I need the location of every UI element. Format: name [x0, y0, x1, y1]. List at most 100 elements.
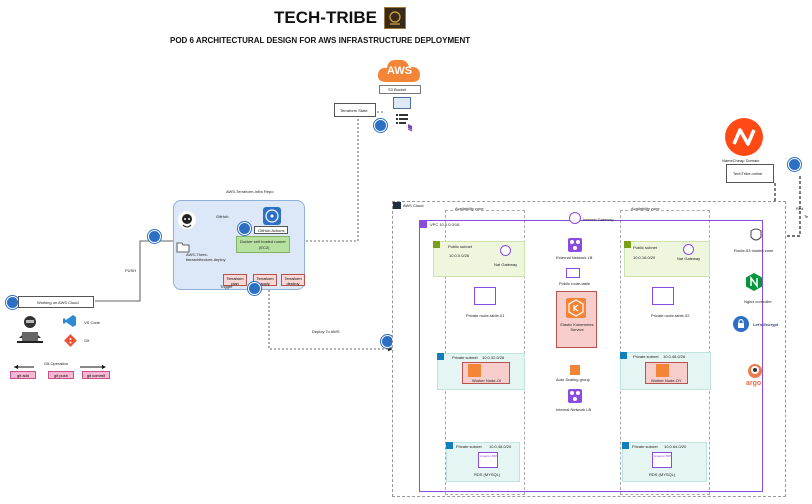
left-private-subnet-label: Private subnet — [452, 355, 478, 360]
auto-scaling-icon — [570, 365, 580, 375]
nginx-label: Nginx controller — [744, 299, 772, 304]
right-rds-icon: Amazon RDS — [652, 452, 672, 468]
internet-gateway-icon — [569, 212, 581, 224]
side-text-2: Te — [804, 214, 809, 219]
right-private-subnet-label: Private subnet — [633, 354, 659, 359]
right-worker-node-label: Worker Node-OY — [651, 378, 682, 383]
right-nat-gateway-icon — [683, 244, 694, 255]
left-rds-icon: Amazon RDS — [478, 452, 498, 468]
vscode-icon — [63, 314, 77, 328]
tech-tribe-logo — [384, 7, 406, 29]
right-private-rt-label: Private route-table-02 — [651, 313, 690, 318]
letsencrypt-label: Let's Encrypt — [753, 322, 779, 327]
step-badge-repo — [148, 230, 161, 243]
left-db-subnet-badge — [446, 442, 453, 449]
deploy-label: Deploy To AWS — [312, 329, 340, 334]
left-db-cidr: 10.0.48.0/20 — [489, 444, 512, 449]
developer-avatar-icon — [14, 314, 46, 344]
right-db-subnet-label: Private subnet — [632, 444, 658, 449]
left-db-subnet-label: Private subnet — [456, 444, 482, 449]
terraform-plan-box: Terraform plan — [223, 274, 247, 286]
left-public-subnet-label: Public subnet — [448, 244, 473, 249]
left-private-rt-label: Private route-table-01 — [466, 313, 505, 318]
route53-icon — [748, 227, 764, 243]
internet-gateway-label: Internet Gateway — [583, 217, 614, 222]
github-actions-box: GitHub Actions — [254, 226, 288, 234]
page-title: TECH-TRIBE — [274, 8, 377, 27]
left-private-rt-icon — [474, 287, 496, 305]
domain-box: TechTribe.online — [726, 164, 774, 183]
terraform-state-box: Terraform State — [334, 103, 376, 117]
step-badge-domain — [788, 158, 801, 171]
letsencrypt-icon — [732, 315, 750, 333]
az-left-label: Availability zone — [455, 206, 484, 211]
left-worker-node-label: Worker Node-Ol — [472, 378, 501, 383]
step-badge-terraform — [248, 282, 261, 295]
right-private-cidr: 10.0.48.0/26 — [663, 354, 686, 359]
dev-title-box: Working on AWS Cloud — [18, 296, 94, 308]
step-badge-runner — [238, 222, 251, 235]
external-lb-label: External Network LB — [556, 255, 593, 260]
eks-icon — [566, 298, 586, 318]
vpc-label: VPC 10.0.0.0/16 — [430, 222, 460, 227]
aws-cloud-badge — [393, 202, 401, 209]
git-add-button[interactable]: git add — [10, 371, 36, 379]
github-label: GitHub — [216, 214, 229, 219]
left-public-cidr: 10.0.0.0/26 — [449, 253, 470, 258]
push-line — [95, 238, 181, 302]
public-route-table-icon — [566, 268, 580, 278]
repo-title: AWS-Terraform-Infra Repo — [226, 189, 274, 194]
step-badge-top — [374, 119, 387, 132]
terraform-destroy-box: Terraform destroy — [281, 274, 305, 286]
namecheap-icon — [724, 117, 764, 157]
folder-icon — [176, 240, 190, 253]
left-rds-label: RDS (MYSQL) — [474, 472, 501, 477]
s3-monitor-icon — [393, 97, 411, 109]
github-octocat-icon — [177, 210, 197, 230]
nginx-icon — [744, 272, 764, 292]
side-text-1: Red — [796, 206, 804, 211]
right-db-subnet-badge — [622, 442, 629, 449]
right-nat-label: Nat Gateway — [677, 256, 701, 261]
terraform-file-icon — [395, 112, 415, 132]
right-public-subnet-label: Public subnet — [633, 245, 658, 250]
argo-label: argo — [746, 380, 762, 387]
aws-cloud-icon: AWS — [376, 56, 422, 84]
git-operation-label: Git-Operation — [44, 361, 69, 366]
eks-label: Elastic Kubernetes Service — [560, 322, 594, 332]
push-label: PUSH — [125, 268, 137, 273]
page-subtitle: POD 6 ARCHITECTURAL DESIGN FOR AWS INFRA… — [170, 36, 471, 45]
internal-lb-label: Internal Network LB — [556, 407, 592, 412]
left-nat-label: Nat Gateway — [494, 262, 518, 267]
git-icon — [64, 334, 77, 347]
git-operation-arrows — [10, 358, 110, 369]
right-worker-node-icon — [656, 364, 669, 377]
right-public-subnet-badge — [624, 241, 631, 248]
trigger-label: Trigger — [220, 284, 233, 289]
left-nat-gateway-icon — [500, 245, 511, 256]
git-label: Git — [84, 338, 90, 343]
right-db-cidr: 10.0.64.0/20 — [664, 444, 687, 449]
git-commit-button[interactable]: git commit — [82, 371, 110, 379]
route53-label: Route-53 hosted zone — [734, 248, 774, 253]
vpc-badge — [419, 220, 427, 228]
argo-icon — [747, 363, 763, 379]
runner-box: Docker self hosted runner (EC2) — [236, 236, 290, 253]
vpc-container — [419, 220, 763, 492]
git-push-button[interactable]: git push — [48, 371, 74, 379]
left-worker-node-icon — [468, 364, 481, 377]
external-lb-icon — [568, 238, 582, 252]
public-route-table-label: Public route-table — [559, 281, 591, 286]
state-line — [290, 111, 385, 242]
deploy-line — [268, 290, 393, 352]
left-public-subnet-badge — [433, 241, 440, 248]
left-private-subnet-badge — [437, 353, 444, 360]
right-public-subnet — [624, 241, 710, 277]
auto-scaling-label: Auto Scaling group — [556, 377, 590, 382]
left-private-cidr: 10.0.32.0/26 — [482, 355, 505, 360]
github-actions-icon — [263, 207, 281, 225]
aws-cloud-label: AWS Cloud — [403, 203, 424, 208]
right-private-rt-icon — [652, 287, 674, 305]
folder-label: AWS-Three-tierarchitecture-deploy — [186, 252, 226, 262]
right-private-subnet-badge — [620, 352, 627, 359]
